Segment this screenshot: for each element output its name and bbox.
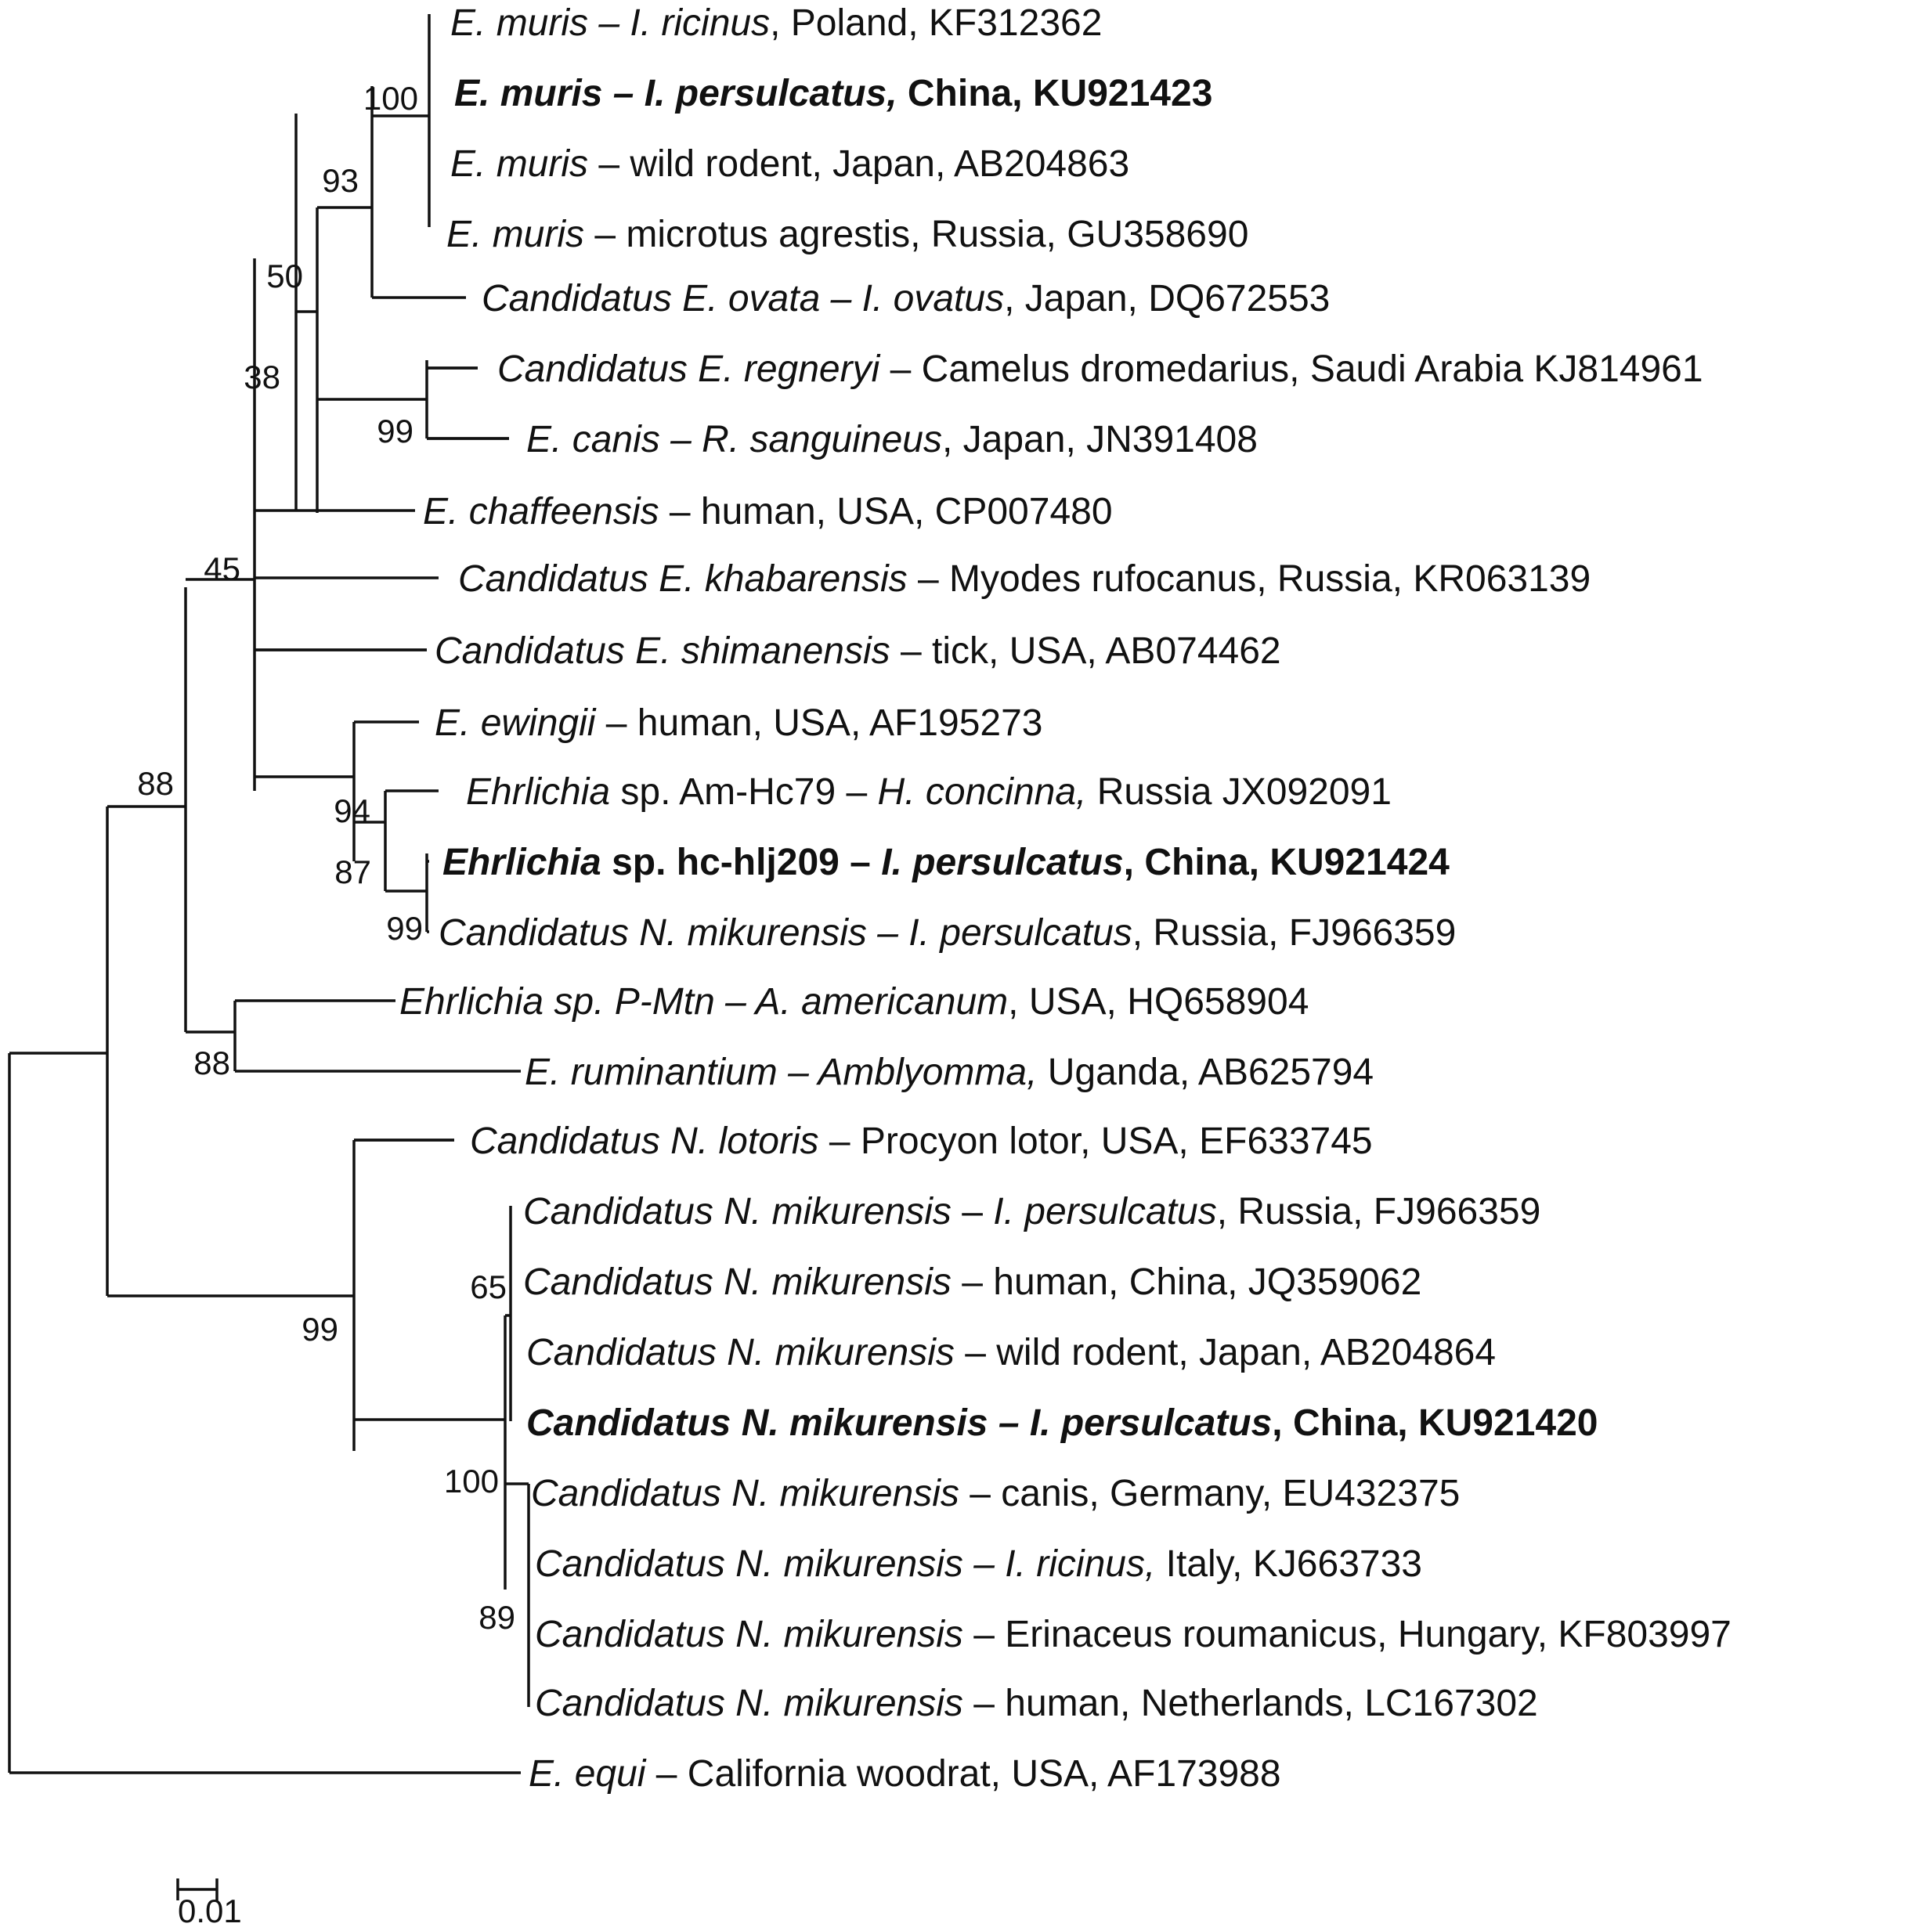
- tree-branches: [8, 14, 530, 1774]
- taxon-label: E. muris – I. ricinus, Poland, KF312362: [450, 2, 1102, 44]
- taxon-label: E. ruminantium – Amblyomma, Uganda, AB62…: [525, 1052, 1374, 1093]
- taxon-label: Candidatus N. mikurensis – I. ricinus, I…: [535, 1543, 1422, 1585]
- taxon-label: Ehrlichia sp. Am-Hc79 – H. concinna, Rus…: [466, 771, 1392, 813]
- scale-bar-label: 0.01: [178, 1893, 242, 1927]
- taxon-label: E. muris – microtus agrestis, Russia, GU…: [446, 214, 1248, 255]
- bootstrap-value: 87: [334, 853, 371, 890]
- scale-bar: 0.01: [176, 1878, 242, 1927]
- taxon-label: Candidatus E. khabarensis – Myodes rufoc…: [458, 558, 1591, 600]
- taxon-label: Candidatus E. shimanensis – tick, USA, A…: [435, 630, 1281, 672]
- taxon-label: Ehrlichia sp. P-Mtn – A. americanum, USA…: [399, 981, 1309, 1023]
- taxon-label: E. muris – wild rodent, Japan, AB204863: [450, 143, 1129, 185]
- bootstrap-value: 99: [386, 910, 423, 947]
- bootstrap-value: 99: [377, 413, 413, 449]
- taxon-label: Candidatus N. mikurensis – human, Nether…: [535, 1683, 1538, 1724]
- bootstrap-value: 100: [444, 1463, 499, 1499]
- taxon-label: Candidatus N. mikurensis – human, China,…: [523, 1261, 1421, 1303]
- bootstrap-value: 89: [478, 1599, 515, 1636]
- taxon-label: Candidatus N. mikurensis – I. persulcatu…: [523, 1191, 1540, 1232]
- taxon-label: E. muris – I. persulcatus, China, KU9214…: [454, 73, 1212, 114]
- bootstrap-value: 100: [363, 80, 418, 117]
- bootstrap-value: 99: [302, 1311, 338, 1348]
- taxon-label: Candidatus N. mikurensis – canis, German…: [531, 1473, 1460, 1514]
- taxon-label: Candidatus N. mikurensis – I. persulcatu…: [439, 912, 1456, 954]
- bootstrap-value: 65: [470, 1268, 507, 1305]
- taxon-label: Ehrlichia sp. hc-hlj209 – I. persulcatus…: [442, 842, 1450, 883]
- taxon-label: E. canis – R. sanguineus, Japan, JN39140…: [526, 419, 1258, 460]
- taxon-label: E. equi – California woodrat, USA, AF173…: [529, 1753, 1281, 1795]
- taxon-label: Candidatus E. regneryi – Camelus dromeda…: [497, 348, 1703, 390]
- support-values: 100 93 50 38 99 45 94 87 99 88 88 99 65 100 89: [137, 80, 515, 1636]
- bootstrap-value: 45: [204, 550, 240, 587]
- leaf-labels: E. muris – I. ricinus, Poland, KF312362E…: [399, 2, 1732, 1795]
- bootstrap-value: 88: [137, 765, 174, 802]
- bootstrap-value: 50: [266, 258, 303, 294]
- bootstrap-value: 88: [193, 1045, 230, 1081]
- taxon-label: E. chaffeensis – human, USA, CP007480: [423, 491, 1113, 532]
- taxon-label: Candidatus N. mikurensis – I. persulcatu…: [526, 1402, 1598, 1444]
- bootstrap-value: 93: [322, 162, 359, 199]
- bootstrap-value: 38: [244, 359, 280, 395]
- taxon-label: Candidatus N. mikurensis – Erinaceus rou…: [535, 1614, 1732, 1655]
- taxon-label: Candidatus N. lotoris – Procyon lotor, U…: [470, 1120, 1373, 1162]
- taxon-label: Candidatus E. ovata – I. ovatus, Japan, …: [482, 278, 1330, 319]
- taxon-label: Candidatus N. mikurensis – wild rodent, …: [526, 1332, 1496, 1373]
- taxon-label: E. ewingii – human, USA, AF195273: [435, 702, 1042, 744]
- bootstrap-value: 94: [334, 792, 370, 829]
